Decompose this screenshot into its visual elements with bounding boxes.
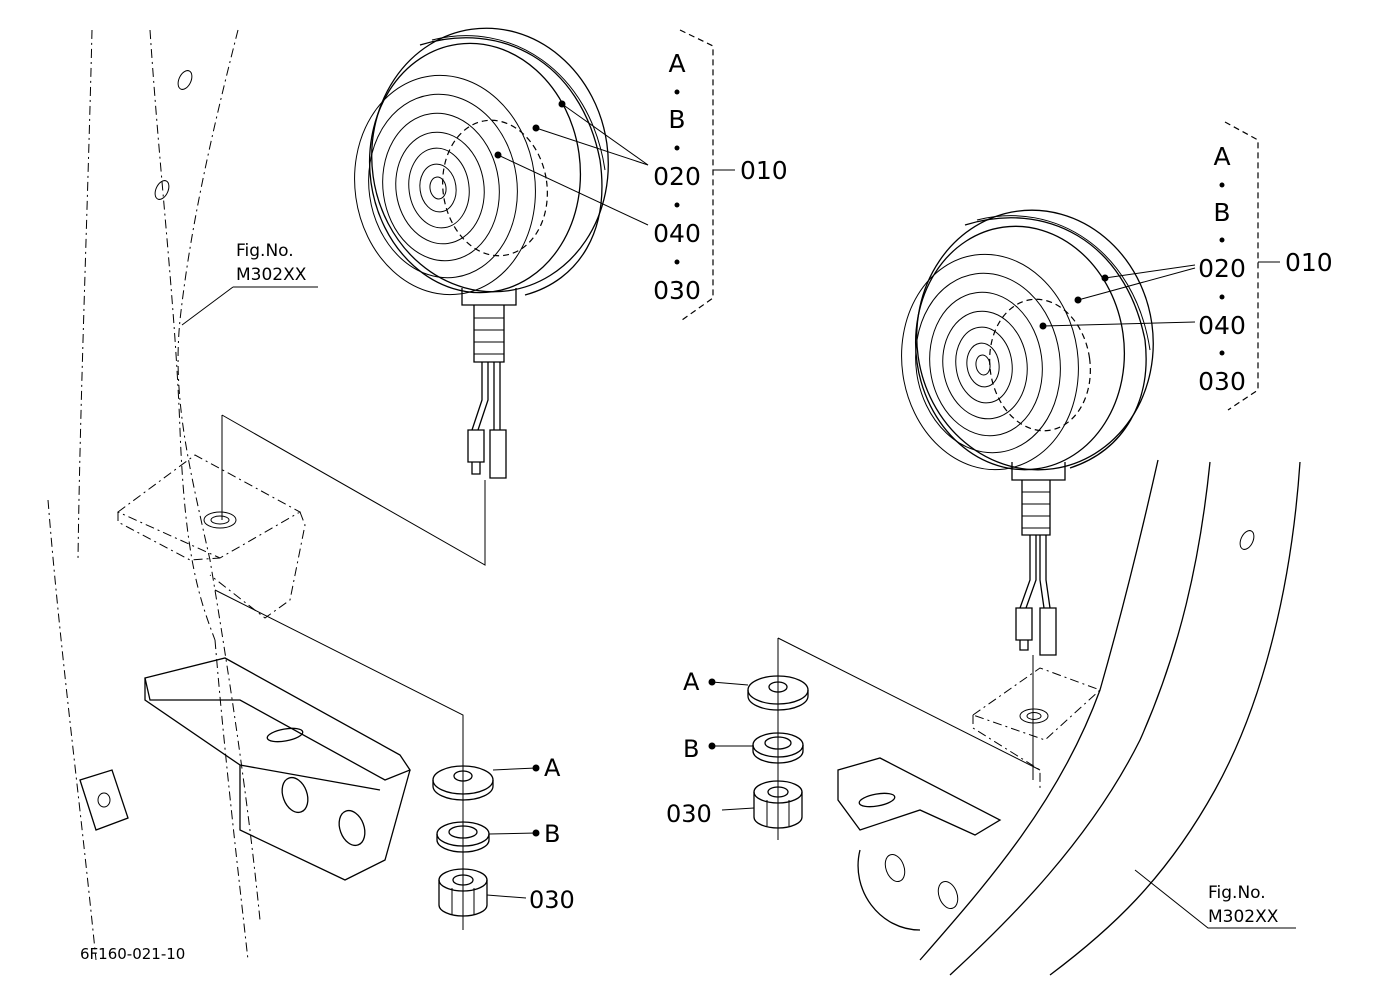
right-part-020-label: 020	[1198, 254, 1246, 283]
right-part-030-label: 030	[1198, 367, 1246, 396]
right-lamp-leaders	[1039, 121, 1280, 411]
right-assembly-010-label: 010	[1285, 248, 1333, 277]
left-assembly-centerlines	[214, 414, 486, 930]
left-fig-ref-label: Fig.No.	[236, 241, 294, 261]
left-nut-030-label: 030	[529, 886, 575, 914]
right-nut-030-label: 030	[666, 800, 712, 828]
left-washer-b-label: B	[544, 820, 560, 848]
left-part-040-label: 040	[653, 219, 701, 248]
right-washer-b-label: B	[683, 735, 699, 763]
left-fig-ref-number: M302XX	[236, 265, 307, 285]
right-assembly-centerlines	[777, 637, 1041, 840]
left-mount-bracket	[144, 657, 411, 881]
right-assembly: A B 020 040 030 010 A B 030 Fig.No. M302…	[666, 121, 1333, 976]
right-fig-ref-number: M302XX	[1208, 907, 1279, 927]
right-bracket-letter-b: B	[1213, 198, 1230, 227]
left-fender-outline	[47, 29, 261, 961]
right-lamp-bracket	[971, 667, 1101, 790]
right-washer-b	[752, 732, 804, 764]
right-hardware-leaders	[708, 678, 755, 811]
right-mount-bracket	[837, 757, 1002, 931]
left-washer-a-label: A	[544, 754, 561, 782]
left-assembly-010-label: 010	[740, 156, 788, 185]
drawing-code: 6F160-021-10	[80, 945, 185, 963]
right-nut	[753, 780, 803, 829]
left-lamp-leaders	[494, 29, 735, 321]
right-lamp-lens-rings	[901, 253, 1079, 471]
left-lamp-lens-rings	[354, 74, 536, 296]
right-fig-ref-label: Fig.No.	[1208, 883, 1266, 903]
left-bracket-letter-b: B	[668, 105, 685, 134]
left-assembly: A B 020 040 030 010 A B 030 Fig.No. M302…	[47, 27, 788, 961]
left-small-plate	[79, 769, 129, 831]
left-lamp-bracket	[117, 454, 306, 619]
right-fender-outline	[919, 459, 1301, 976]
left-washer-a	[432, 765, 494, 801]
right-washer-a	[747, 675, 809, 711]
left-figref-leader	[181, 286, 318, 326]
right-bracket-letter-a: A	[1213, 142, 1230, 171]
left-work-lamp	[354, 27, 609, 479]
left-hardware-leaders	[486, 764, 540, 899]
right-part-040-label: 040	[1198, 311, 1246, 340]
left-part-020-label: 020	[653, 162, 701, 191]
right-figref-leader	[1134, 869, 1296, 929]
left-nut	[438, 868, 488, 917]
left-bracket-letter-a: A	[668, 49, 685, 78]
left-part-030-label: 030	[653, 276, 701, 305]
right-washer-a-label: A	[683, 668, 700, 696]
right-work-lamp	[901, 209, 1154, 656]
